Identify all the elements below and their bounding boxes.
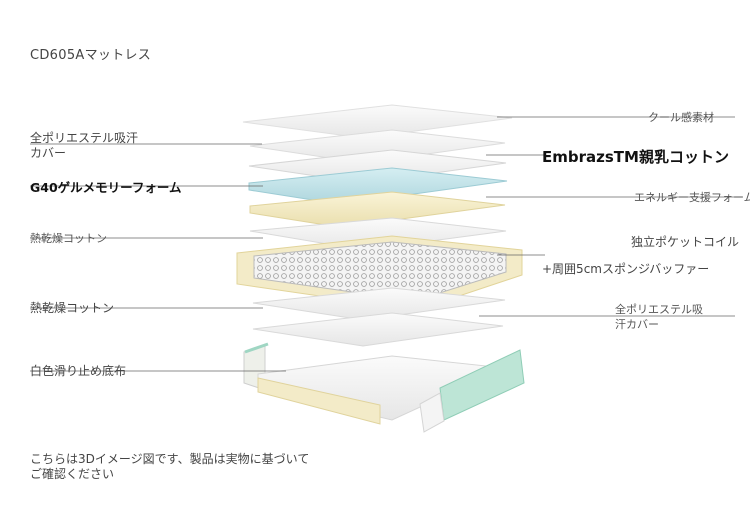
disclaimer-line-2: ご確認ください (30, 467, 115, 481)
label-cover-bottom-right-2: 汗カバー (615, 318, 659, 331)
layer-cover-bottom (252, 312, 504, 347)
label-white-non-slip: 白色滑り止め底布 (30, 364, 127, 378)
label-pocket-coil: 独立ポケットコイル (631, 235, 740, 249)
base-front-right (419, 392, 445, 433)
page-title: CD605Aマットレス (30, 48, 152, 63)
label-heat-dry-cotton-2: 熱乾燥コットン (30, 301, 115, 315)
disclaimer-note: こちらは3Dイメージ図です、製品は実物に基づいて ご確認ください (30, 452, 309, 482)
spring-core (253, 241, 507, 297)
label-cover-bottom-right-1: 全ポリエステル吸 (615, 303, 703, 316)
label-sponge-buffer: +周囲5cmスポンジバッファー (542, 262, 710, 276)
base-mint-right (439, 349, 525, 421)
label-gel-memory-foam: G40ゲルメモリーフォーム (30, 180, 182, 195)
disclaimer-line-1: こちらは3Dイメージ図です、製品は実物に基づいて (30, 452, 310, 466)
label-heat-dry-cotton-1: 熱乾燥コットン (30, 232, 107, 245)
layer-heat-cotton-bottom (252, 287, 506, 321)
label-energy-support: エネルギー支援フォーム (634, 191, 750, 204)
base-mint-left (244, 342, 269, 354)
label-cover-top-left-1: 全ポリエステル吸汗 (30, 131, 139, 145)
label-cool-material: クール感素材 (648, 111, 714, 124)
layer-cool-cover (242, 104, 513, 139)
label-embrazs-latex: EmbrazsTM親乳コットン (542, 148, 729, 166)
label-cover-top-left-2: カバー (30, 146, 67, 160)
base-front-left (257, 377, 381, 425)
